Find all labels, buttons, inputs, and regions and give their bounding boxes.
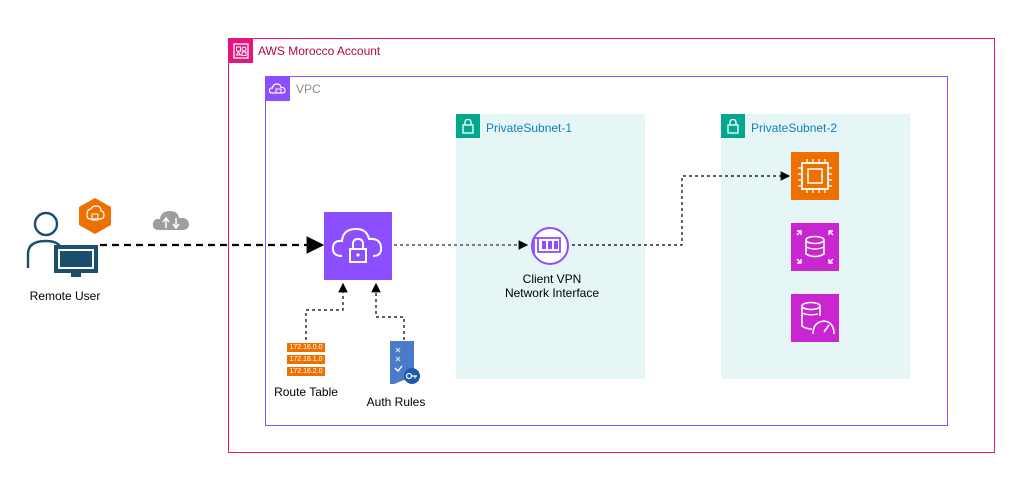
subnet2-lock-icon xyxy=(721,114,745,138)
auth-rules-label: Auth Rules xyxy=(366,395,426,409)
vpc-group xyxy=(265,76,948,426)
vpc-icon xyxy=(266,77,290,101)
auth-rules-connector xyxy=(371,282,405,340)
account-label: AWS Morocco Account xyxy=(258,44,381,58)
client-vpn-endpoint-icon[interactable] xyxy=(324,212,392,280)
route-entry: 172.16.2.0 xyxy=(287,367,325,376)
eni-to-ec2-connector xyxy=(572,171,791,246)
ec2-instance-icon[interactable] xyxy=(791,152,839,200)
subnet1-lock-icon xyxy=(456,114,480,138)
route-table-connector xyxy=(305,282,348,340)
route-table-icon[interactable]: 172.16.0.0 172.16.1.0 172.16.2.0 xyxy=(287,343,325,377)
user-with-monitor-icon xyxy=(26,211,98,277)
vpc-label: VPC xyxy=(296,82,321,96)
route-entry: 172.16.1.0 xyxy=(287,355,325,364)
subnet2-label: PrivateSubnet-2 xyxy=(751,121,838,135)
security-shield-icon xyxy=(79,198,111,234)
aws-account-group xyxy=(228,38,995,453)
aws-account-icon xyxy=(229,39,253,63)
internet-cloud-icon xyxy=(152,211,189,230)
network-interface-icon[interactable] xyxy=(528,226,572,266)
auth-rules-icon[interactable] xyxy=(388,340,422,390)
database-performance-icon[interactable] xyxy=(791,294,839,342)
eni-label: Client VPN Network Interface xyxy=(504,272,600,300)
remote-user-label: Remote User xyxy=(29,289,101,303)
route-table-label: Route Table xyxy=(274,385,338,399)
subnet1-label: PrivateSubnet-1 xyxy=(486,121,573,135)
rds-icon[interactable] xyxy=(791,223,839,271)
route-entry: 172.16.0.0 xyxy=(287,343,325,352)
